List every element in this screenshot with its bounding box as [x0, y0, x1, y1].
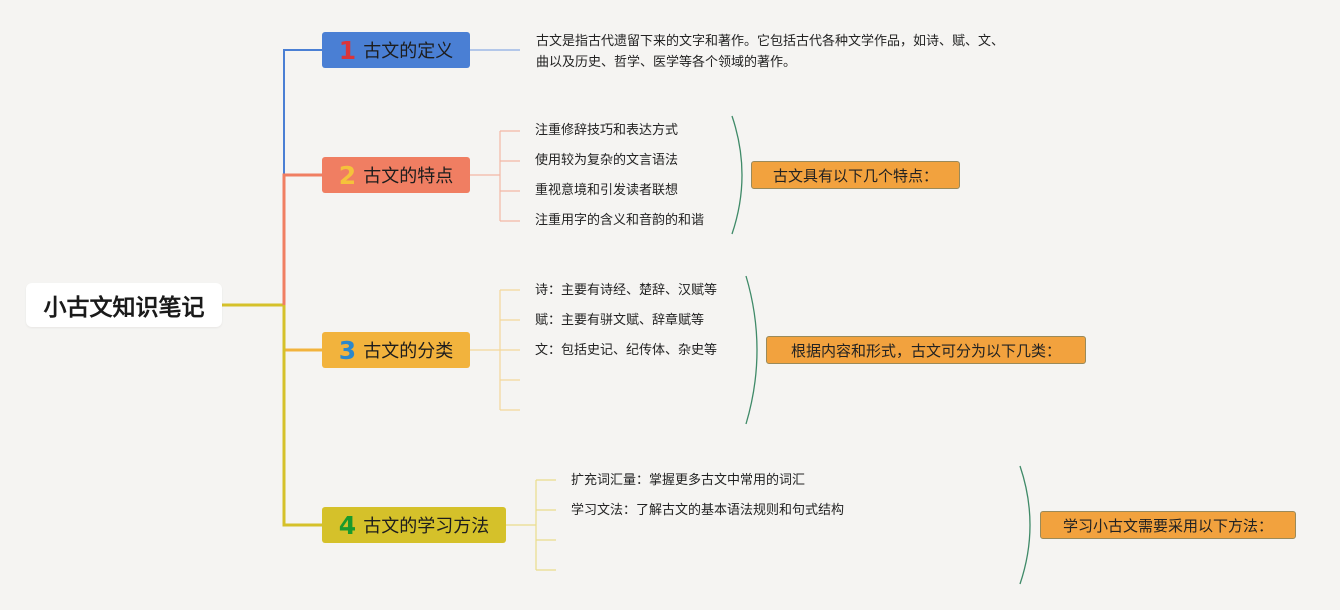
categories-summary[interactable]: 根据内容和形式，古文可分为以下几类： [766, 336, 1086, 364]
topic-categories[interactable]: 3 古文的分类 [322, 332, 470, 368]
features-summary[interactable]: 古文具有以下几个特点： [751, 161, 960, 189]
feature-item[interactable]: 重视意境和引发读者联想 [535, 183, 679, 198]
methods-summary[interactable]: 学习小古文需要采用以下方法： [1040, 511, 1296, 539]
root-title: 小古文知识笔记 [43, 295, 205, 321]
topic-label: 古文的特点 [363, 166, 454, 187]
categories-summary-bracket [745, 275, 758, 425]
branch-1-connector [283, 49, 322, 305]
topic-number: 3 [338, 335, 357, 365]
category-item[interactable]: 赋：主要有骈文赋、辞章赋等 [535, 313, 705, 328]
summary-text: 学习小古文需要采用以下方法： [1062, 516, 1273, 535]
feature-item[interactable]: 使用较为复杂的文言语法 [535, 153, 679, 168]
features-leaf-lines [470, 130, 520, 222]
methods-leaf-lines [506, 479, 556, 571]
feature-item[interactable]: 注重用字的含义和音韵的和谐 [535, 213, 705, 228]
topic-features[interactable]: 2 古文的特点 [322, 157, 470, 193]
topic-label: 古文的定义 [363, 41, 454, 62]
feature-item[interactable]: 注重修辞技巧和表达方式 [535, 123, 679, 138]
summary-text: 古文具有以下几个特点： [772, 166, 938, 185]
method-item[interactable]: 学习文法：了解古文的基本语法规则和句式结构 [571, 503, 845, 518]
topic-number: 2 [338, 160, 357, 190]
definition-text[interactable]: 古文是指古代遗留下来的文字和著作。它包括古代各种文学作品，如诗、赋、文、曲以及历… [536, 34, 1005, 70]
category-item[interactable]: 诗：主要有诗经、楚辞、汉赋等 [535, 283, 718, 298]
method-item[interactable]: 扩充词汇量：掌握更多古文中常用的词汇 [571, 473, 806, 488]
topic-number: 4 [338, 510, 357, 540]
category-item[interactable]: 文：包括史记、纪传体、杂史等 [535, 343, 718, 358]
topic-label: 古文的分类 [363, 341, 454, 362]
topic-number: 1 [338, 35, 357, 65]
branch-3-connector [282, 305, 322, 352]
branch-2-connector [282, 173, 322, 305]
summary-text: 根据内容和形式，古文可分为以下几类： [790, 341, 1061, 360]
features-summary-bracket [731, 115, 743, 235]
categories-leaf-lines [470, 289, 520, 411]
topic-definition[interactable]: 1 古文的定义 [322, 32, 470, 68]
branch-4-connector [282, 305, 322, 527]
topic-label: 古文的学习方法 [363, 516, 490, 537]
methods-summary-bracket [1019, 465, 1031, 585]
root-topic[interactable]: 小古文知识笔记 [26, 283, 222, 327]
topic-methods[interactable]: 4 古文的学习方法 [322, 507, 506, 543]
